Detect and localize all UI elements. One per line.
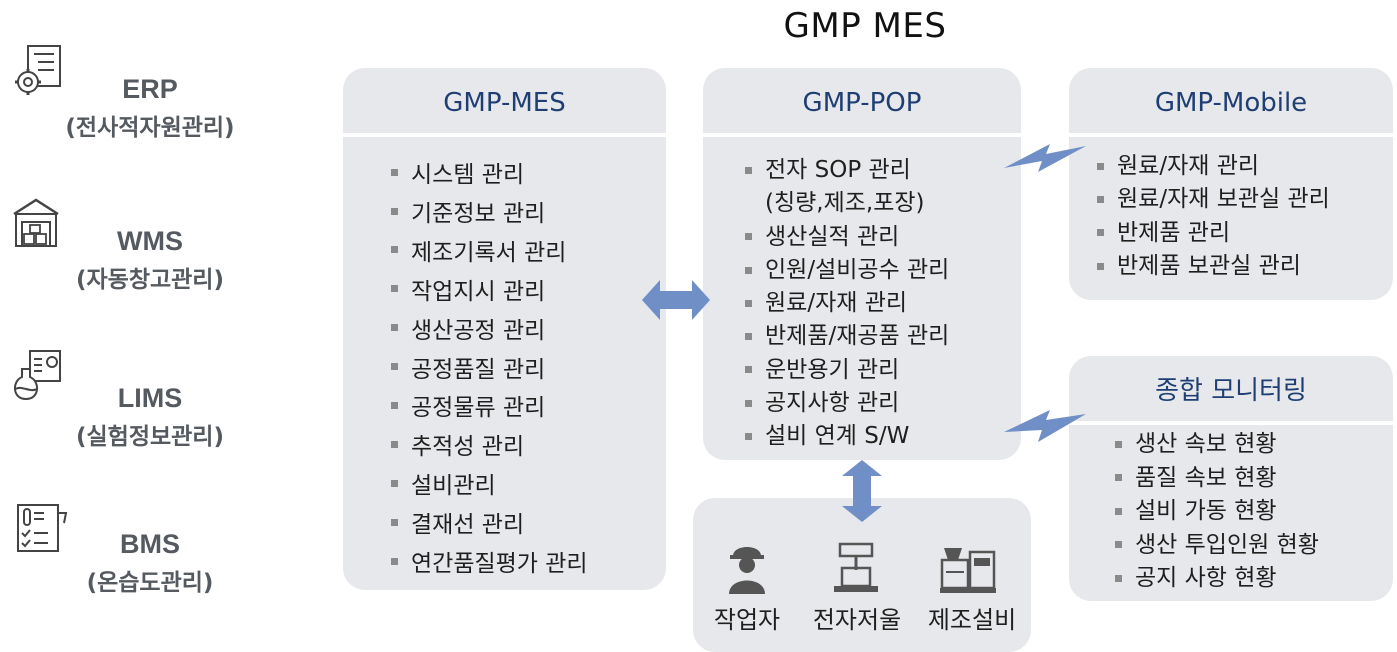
list-item: 생산공정 관리 (389, 312, 588, 351)
panel-title: GMP-Mobile (1154, 88, 1308, 118)
panel-divider (343, 133, 666, 137)
machine-icon (940, 548, 996, 593)
list-item: 제조기록서 관리 (389, 234, 588, 273)
system-name: BMS (120, 529, 180, 559)
mes-item-list: 시스템 관리 기준정보 관리 제조기록서 관리 작업지시 관리 생산공정 관리 … (389, 156, 588, 584)
list-item: 기준정보 관리 (389, 195, 588, 234)
system-name: LIMS (117, 383, 183, 413)
panel-devices (693, 498, 1031, 652)
panel-divider (1069, 133, 1393, 137)
list-item: 생산 속보 현황 (1113, 428, 1319, 462)
list-item: 생산 투입인원 현황 (1113, 529, 1319, 563)
mobile-item-list: 원료/자재 관리 원료/자재 보관실 관리 반제품 관리 반제품 보관실 관리 (1095, 150, 1330, 283)
scale-icon (834, 542, 878, 592)
list-item: 작업지시 관리 (389, 273, 588, 312)
worker-icon (729, 547, 765, 594)
list-item: 반제품 보관실 관리 (1095, 250, 1330, 283)
panel-monitoring: 종합 모니터링 생산 속보 현황 품질 속보 현황 설비 가동 현황 생산 투입… (1069, 356, 1393, 601)
list-item: 운반용기 관리 (743, 354, 949, 387)
system-name: ERP (122, 74, 178, 104)
flask-document-icon (14, 350, 61, 401)
panel-title: 종합 모니터링 (1155, 376, 1307, 406)
diagram-title: GMP MES (783, 6, 947, 46)
panel-divider (703, 133, 1021, 137)
list-item: 연간품질평가 관리 (389, 545, 588, 584)
list-item: 시스템 관리 (389, 156, 588, 195)
panel-gmp-pop: GMP-POP 전자 SOP 관리 (칭량,제조,포장) 생산실적 관리 인원/… (703, 68, 1021, 460)
thermometer-checklist-icon (17, 504, 68, 552)
system-subtitle: (자동창고관리) (76, 267, 224, 293)
wireless-lightning-icon (1004, 144, 1086, 172)
panel-divider (1069, 421, 1393, 425)
list-item: 공정품질 관리 (389, 351, 588, 390)
panel-title: GMP-MES (443, 88, 566, 118)
list-item: (칭량,제조,포장) (765, 190, 925, 217)
list-item: 전자 SOP 관리 (743, 154, 949, 187)
panel-title: GMP-POP (802, 88, 922, 118)
bidirectional-arrow-horizontal (642, 280, 710, 320)
list-item: 설비 연계 S/W (743, 420, 949, 453)
list-item: 설비관리 (389, 467, 588, 506)
wireless-lightning-icon (1004, 410, 1086, 442)
list-item: 설비 가동 현황 (1113, 495, 1319, 529)
list-item: 공지 사항 현황 (1113, 562, 1319, 596)
list-item: 품질 속보 현황 (1113, 462, 1319, 496)
list-item: 반제품/재공품 관리 (743, 320, 949, 353)
list-item: 원료/자재 보관실 관리 (1095, 183, 1330, 216)
warehouse-icon (13, 198, 59, 247)
panel-gmp-mobile: GMP-Mobile 원료/자재 관리 원료/자재 보관실 관리 반제품 관리 … (1069, 68, 1393, 300)
panel-gmp-mes: GMP-MES 시스템 관리 기준정보 관리 제조기록서 관리 작업지시 관리 … (343, 68, 666, 590)
list-item: 공정물류 관리 (389, 389, 588, 428)
device-label-machine: 제조설비 (927, 606, 1017, 634)
gear-document-icon (15, 45, 61, 95)
device-label-scale: 전자저울 (812, 606, 902, 634)
monitor-item-list: 생산 속보 현황 품질 속보 현황 설비 가동 현황 생산 투입인원 현황 공지… (1113, 428, 1319, 596)
system-subtitle: (전사적자원관리) (65, 115, 235, 141)
list-item: 생산실적 관리 (743, 221, 949, 254)
list-item: 공지사항 관리 (743, 387, 949, 420)
list-item: 반제품 관리 (1095, 217, 1330, 250)
system-name: WMS (117, 226, 183, 256)
bidirectional-arrow-vertical (842, 460, 882, 522)
pop-item-list: 전자 SOP 관리 (칭량,제조,포장) 생산실적 관리 인원/설비공수 관리 … (743, 154, 949, 454)
device-label-worker: 작업자 (713, 606, 781, 634)
list-item: 원료/자재 관리 (743, 287, 949, 320)
list-item: 인원/설비공수 관리 (743, 254, 949, 287)
system-subtitle: (온습도관리) (86, 570, 214, 596)
list-item: 원료/자재 관리 (1095, 150, 1330, 183)
list-item: 추적성 관리 (389, 428, 588, 467)
system-subtitle: (실험정보관리) (76, 424, 224, 450)
list-item: 결재선 관리 (389, 506, 588, 545)
